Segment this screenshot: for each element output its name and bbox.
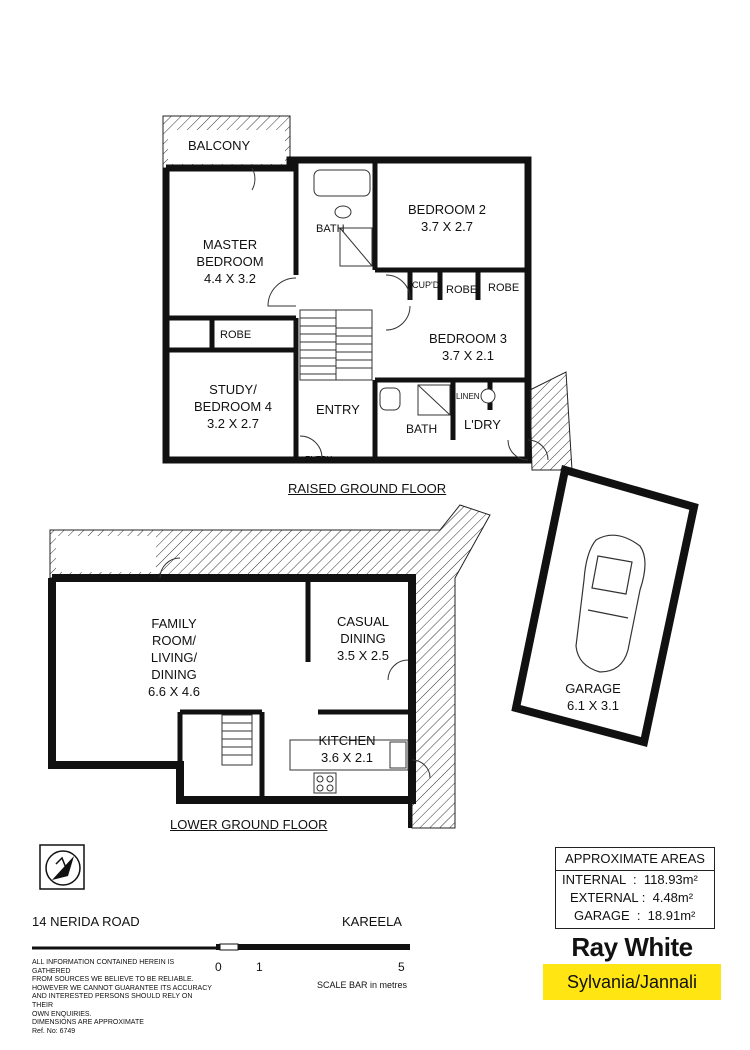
raised-ground-floor (162, 115, 573, 471)
lower-floor-label: LOWER GROUND FLOOR (170, 817, 328, 832)
garage-structure (511, 464, 699, 747)
room-robe-1: ROBE (446, 284, 478, 296)
room-bedroom2: BEDROOM 2 3.7 X 2.7 (407, 202, 486, 234)
room-entry-small: ENTRY (305, 455, 332, 464)
areas-title: APPROXIMATE AREAS (556, 848, 714, 871)
room-laundry: L'DRY (464, 417, 501, 432)
room-casual-dining: CASUAL DINING 3.5 X 2.5 (336, 614, 390, 663)
area-garage: GARAGE : 18.91m² (574, 908, 696, 923)
outer-walls (162, 156, 532, 464)
room-garage: GARAGE 6.1 X 3.1 (565, 681, 621, 713)
address-suburb: KAREELA (342, 914, 402, 929)
cooktop (313, 772, 337, 794)
lower-outer-walls (48, 574, 416, 804)
room-master-bedroom: MASTER BEDROOM 4.4 X 3.2 (196, 237, 264, 286)
raised-floor-label: RAISED GROUND FLOOR (288, 481, 447, 496)
room-kitchen: KITCHEN 3.6 X 2.1 (318, 733, 376, 765)
car-icon (575, 534, 646, 673)
scale-tick-1: 1 (256, 960, 263, 974)
room-balcony: BALCONY (188, 138, 251, 153)
room-robe-master: ROBE (220, 329, 252, 341)
address-street: 14 NERIDA ROAD (32, 914, 140, 929)
lower-ground-floor (48, 504, 491, 829)
room-bath-lower: BATH (406, 422, 438, 436)
lower-interior-walls (177, 578, 412, 800)
room-robe-2: ROBE (488, 282, 520, 294)
bath-fixtures (313, 169, 496, 416)
scale-caption: SCALE BAR in metres (317, 980, 408, 990)
room-bedroom3: BEDROOM 3 3.7 X 2.1 (428, 331, 507, 363)
disclaimer: ALL INFORMATION CONTAINED HEREIN IS GATH… (32, 959, 212, 1035)
approximate-areas-box: APPROXIMATE AREAS INTERNAL : 118.93m² EX… (555, 847, 715, 929)
room-family: FAMILY ROOM/ LIVING/ DINING 6.6 X 4.6 (147, 616, 201, 699)
stairs-raised (299, 309, 373, 381)
room-entry: ENTRY (316, 402, 360, 417)
room-study: STUDY/ BEDROOM 4 3.2 X 2.7 (193, 382, 272, 431)
room-bath-upper: BATH (316, 223, 345, 235)
brand-office: Sylvania/Jannali (543, 964, 721, 1000)
scale-tick-5: 5 (398, 960, 405, 974)
room-cupd: CUP'D (412, 280, 440, 290)
compass-north-icon (39, 844, 85, 890)
scale-tick-0: 0 (215, 960, 222, 974)
area-external: EXTERNAL : 4.48m² (570, 890, 694, 905)
scale-bar (216, 943, 410, 951)
brand-logo: Ray White (571, 932, 693, 962)
area-internal: INTERNAL : 118.93m² (562, 872, 698, 887)
room-linen: LINEN (456, 392, 480, 401)
